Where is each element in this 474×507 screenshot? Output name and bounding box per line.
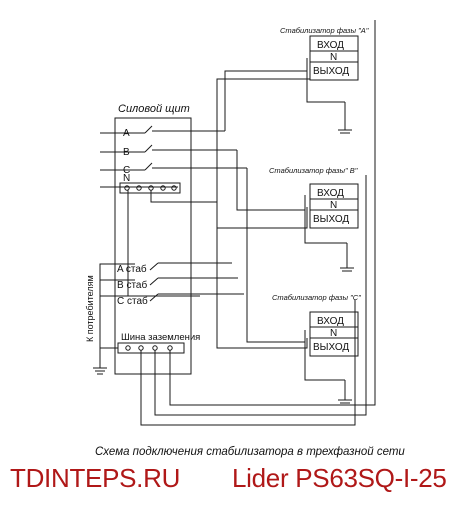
stabilizer-c-title: Стабилизатор фазы "C"	[272, 293, 361, 302]
diagram-caption: Схема подключения стабилизатора в трехфа…	[95, 446, 405, 458]
stabilizer-c	[309, 311, 359, 357]
stab-input-c: C стаб	[117, 295, 148, 307]
ground-bus	[117, 342, 185, 354]
model-name: Lider PS63SQ-I-25	[232, 463, 447, 493]
stabilizer-c-out: ВЫХОД	[313, 342, 349, 353]
neutral-terminal-block	[119, 182, 181, 194]
stabilizer-c-n: N	[330, 328, 337, 339]
stabilizer-a-out: ВЫХОД	[313, 66, 349, 77]
site-name: TDINTEPS.RU	[10, 463, 181, 493]
stabilizer-b-title: Стабилизатор фазы" B"	[269, 166, 358, 175]
panel-title: Силовой щит	[118, 103, 190, 115]
stabilizer-b-in: ВХОД	[317, 188, 344, 199]
stabilizer-b	[309, 183, 359, 229]
ground-bus-label: Шина заземления	[121, 332, 200, 343]
neutral-label: N	[123, 173, 130, 184]
stab-input-b: B стаб	[117, 279, 147, 291]
power-panel	[114, 117, 192, 375]
phase-label-c: C	[123, 165, 130, 176]
stabilizer-a-in: ВХОД	[317, 40, 344, 51]
stabilizer-b-n: N	[330, 200, 337, 211]
footer-banner: TDINTEPS.RU Lider PS63SQ-I-25	[0, 463, 474, 503]
phase-label-b: B	[123, 147, 130, 158]
stabilizer-a	[309, 35, 359, 81]
stabilizer-a-n: N	[330, 52, 337, 63]
stabilizer-b-out: ВЫХОД	[313, 214, 349, 225]
consumers-label: К потребителям	[85, 275, 95, 342]
stabilizer-c-in: ВХОД	[317, 316, 344, 327]
stab-input-a: A стаб	[117, 263, 147, 275]
stabilizer-a-title: Стабилизатор фазы "A"	[280, 26, 369, 35]
phase-label-a: A	[123, 128, 130, 139]
